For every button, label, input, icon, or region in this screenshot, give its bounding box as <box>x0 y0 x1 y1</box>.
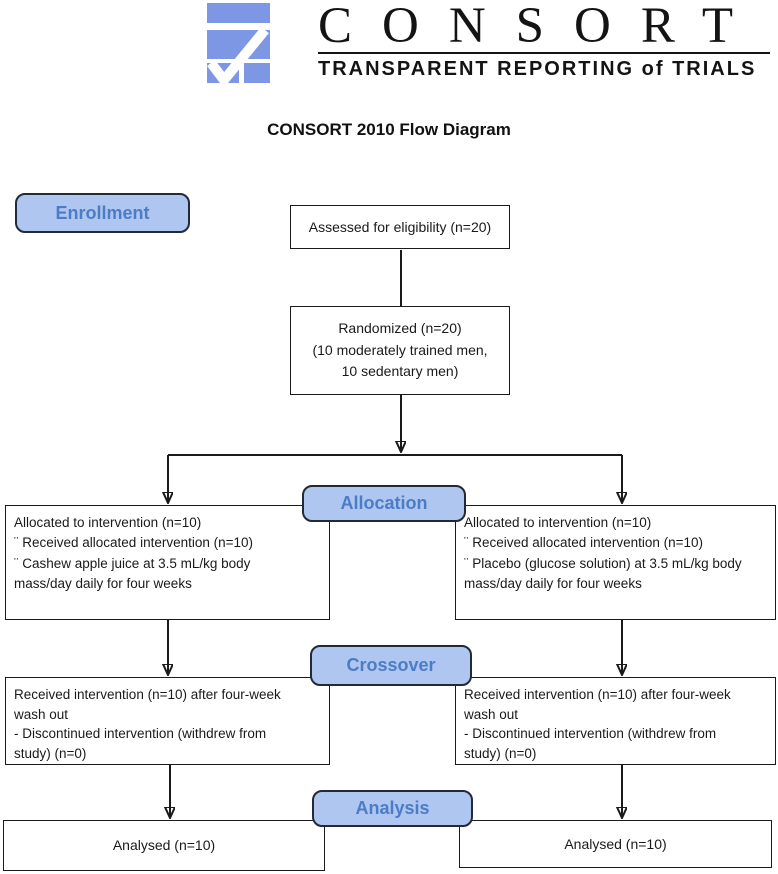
consort-wordmark: CONSORT <box>318 0 763 54</box>
box-analysed-left: Analysed (n=10) <box>3 820 325 871</box>
wordmark-underline <box>318 52 770 54</box>
stage-label-analysis: Analysis <box>312 790 473 827</box>
stage-label-enrollment: Enrollment <box>15 193 190 233</box>
box-assessed: Assessed for eligibility (n=20) <box>290 205 510 249</box>
box-crossover-left: Received intervention (n=10) after four-… <box>5 677 330 765</box>
box-crossover-right: Received intervention (n=10) after four-… <box>455 677 776 765</box>
consort-tagline: TRANSPARENT REPORTING of TRIALS <box>318 58 757 80</box>
box-analysed-right: Analysed (n=10) <box>459 820 772 868</box>
stage-label-crossover: Crossover <box>310 645 472 686</box>
box-allocated-right: Allocated to intervention (n=10) ¨ Recei… <box>455 505 776 620</box>
page-title: CONSORT 2010 Flow Diagram <box>267 120 511 139</box>
consort-logo-icon <box>207 3 270 83</box>
box-randomized: Randomized (n=20) (10 moderately trained… <box>290 306 510 395</box>
stage-label-allocation: Allocation <box>302 485 466 522</box>
box-allocated-left: Allocated to intervention (n=10) ¨ Recei… <box>5 505 330 620</box>
